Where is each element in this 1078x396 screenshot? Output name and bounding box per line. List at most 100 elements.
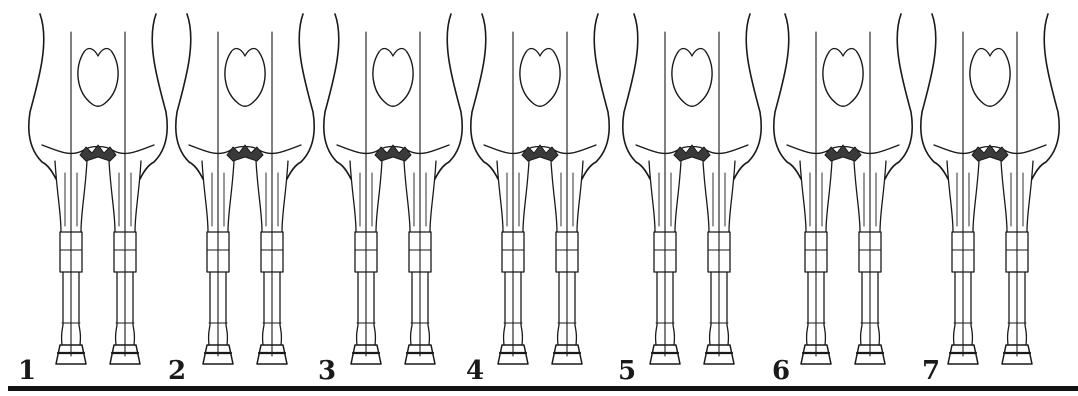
panel-label-6: 6 bbox=[772, 358, 790, 384]
forearm-inner-right bbox=[135, 161, 141, 232]
throat-left bbox=[231, 49, 245, 56]
forearm-inner-right bbox=[430, 161, 436, 232]
cannon-inner-left bbox=[971, 272, 972, 345]
forearm-outer-left bbox=[649, 161, 655, 232]
cannon-outer-left bbox=[504, 272, 505, 345]
forearm-outer-right bbox=[551, 161, 557, 232]
neck-contour bbox=[672, 52, 712, 106]
throat-right bbox=[393, 49, 407, 56]
panel-label-1: 1 bbox=[18, 358, 36, 384]
chest-outline-left bbox=[324, 14, 351, 179]
throat-left bbox=[84, 49, 98, 56]
cannon-inner-left bbox=[374, 272, 375, 345]
cannon-inner-left bbox=[521, 272, 522, 345]
horse-legs-figure-7 bbox=[921, 14, 1060, 364]
cannon-inner-right bbox=[133, 272, 134, 345]
brisket-hair-patch bbox=[825, 145, 861, 161]
neck-contour bbox=[225, 52, 265, 106]
forearm-inner-left bbox=[973, 161, 979, 232]
chest-outline-left bbox=[921, 14, 948, 179]
cannon-inner-right bbox=[878, 272, 879, 345]
throat-left bbox=[829, 49, 843, 56]
cannon-outer-left bbox=[62, 272, 63, 345]
cannon-outer-right bbox=[263, 272, 264, 345]
chest-outline-left bbox=[774, 14, 801, 179]
cannon-inner-right bbox=[575, 272, 576, 345]
horse-legs-figure-1 bbox=[29, 14, 168, 364]
forearm-outer-left bbox=[497, 161, 503, 232]
cannon-inner-left bbox=[79, 272, 80, 345]
panel-label-2: 2 bbox=[168, 358, 186, 384]
horse-legs-figure-3 bbox=[324, 14, 463, 364]
cannon-outer-right bbox=[411, 272, 412, 345]
cannon-outer-right bbox=[710, 272, 711, 345]
cannon-outer-right bbox=[1008, 272, 1009, 345]
cannon-outer-left bbox=[807, 272, 808, 345]
chest-outline-left bbox=[29, 14, 56, 179]
cannon-outer-right bbox=[558, 272, 559, 345]
brisket-hair-patch bbox=[80, 145, 116, 161]
cannon-inner-right bbox=[428, 272, 429, 345]
horse-legs-figure-6 bbox=[774, 14, 913, 364]
panel-label-4: 4 bbox=[466, 358, 484, 384]
chest-outline-right bbox=[885, 14, 912, 179]
forearm-inner-right bbox=[282, 161, 288, 232]
forearm-outer-right bbox=[109, 161, 115, 232]
forearm-inner-left bbox=[826, 161, 832, 232]
chest-outline-right bbox=[1032, 14, 1059, 179]
throat-left bbox=[379, 49, 393, 56]
cannon-outer-left bbox=[656, 272, 657, 345]
throat-right bbox=[245, 49, 259, 56]
baseline-rule bbox=[8, 386, 1078, 391]
cannon-outer-left bbox=[954, 272, 955, 345]
forearm-inner-right bbox=[729, 161, 735, 232]
forearm-outer-right bbox=[1001, 161, 1007, 232]
cannon-inner-right bbox=[727, 272, 728, 345]
cannon-inner-left bbox=[226, 272, 227, 345]
cannon-inner-right bbox=[1025, 272, 1026, 345]
chest-outline-right bbox=[287, 14, 314, 179]
forearm-inner-left bbox=[81, 161, 87, 232]
brisket-hair-patch bbox=[522, 145, 558, 161]
throat-right bbox=[98, 49, 112, 56]
forearm-outer-right bbox=[404, 161, 410, 232]
throat-left bbox=[976, 49, 990, 56]
forearm-inner-right bbox=[577, 161, 583, 232]
horse-legs-figure-2 bbox=[176, 14, 315, 364]
panel-label-5: 5 bbox=[618, 358, 636, 384]
forearm-outer-left bbox=[55, 161, 61, 232]
forearm-outer-right bbox=[854, 161, 860, 232]
horse-legs-figure-4 bbox=[471, 14, 610, 364]
panel-label-3: 3 bbox=[318, 358, 336, 384]
cannon-outer-left bbox=[209, 272, 210, 345]
panel-label-7: 7 bbox=[922, 358, 940, 384]
cannon-inner-left bbox=[824, 272, 825, 345]
neck-contour bbox=[373, 52, 413, 106]
neck-contour bbox=[520, 52, 560, 106]
forearm-inner-left bbox=[523, 161, 529, 232]
chest-outline-right bbox=[140, 14, 167, 179]
forearm-outer-right bbox=[256, 161, 262, 232]
cannon-outer-left bbox=[357, 272, 358, 345]
throat-right bbox=[990, 49, 1004, 56]
chest-outline-right bbox=[435, 14, 462, 179]
brisket-hair-patch bbox=[972, 145, 1008, 161]
cannon-inner-left bbox=[673, 272, 674, 345]
throat-right bbox=[692, 49, 706, 56]
forearm-inner-left bbox=[675, 161, 681, 232]
throat-right bbox=[540, 49, 554, 56]
forearm-inner-left bbox=[228, 161, 234, 232]
cannon-outer-right bbox=[861, 272, 862, 345]
horse-legs-figure-5 bbox=[623, 14, 762, 364]
neck-contour bbox=[78, 52, 118, 106]
brisket-hair-patch bbox=[674, 145, 710, 161]
cannon-outer-right bbox=[116, 272, 117, 345]
chest-outline-left bbox=[471, 14, 498, 179]
forearm-inner-right bbox=[880, 161, 886, 232]
brisket-hair-patch bbox=[227, 145, 263, 161]
chest-outline-right bbox=[734, 14, 761, 179]
throat-left bbox=[678, 49, 692, 56]
chest-outline-left bbox=[176, 14, 203, 179]
forearm-outer-left bbox=[202, 161, 208, 232]
